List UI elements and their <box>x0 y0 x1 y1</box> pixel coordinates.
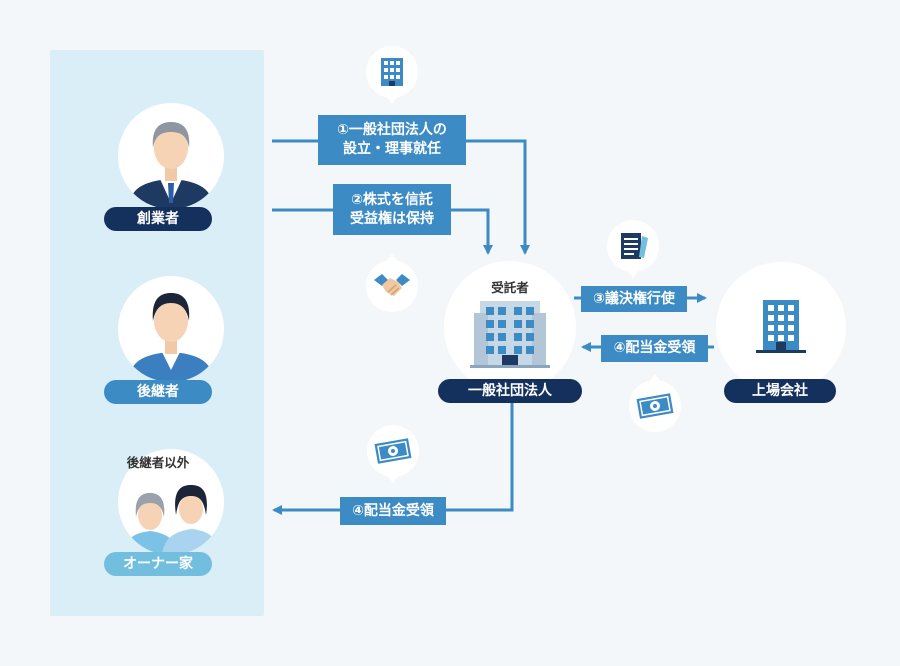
step1-label: ①一般社団法人の 設立・理事就任 <box>318 115 466 165</box>
step2-line2: 受益権は保持 <box>350 210 434 227</box>
trust-node <box>444 261 576 393</box>
money-icon <box>366 425 419 483</box>
step4-family-label: ④配当金受領 <box>340 497 446 525</box>
step2-label: ②株式を信託 受益権は保持 <box>333 184 451 235</box>
founder-label: 創業者 <box>104 207 212 231</box>
step1-line1: ①一般社団法人の <box>337 122 447 138</box>
step2-line1: ②株式を信託 <box>351 191 433 208</box>
step4-company-label: ④配当金受領 <box>601 335 708 362</box>
others-caption: 後継者以外 <box>126 455 190 470</box>
founder-avatar <box>118 103 224 209</box>
handshake-icon <box>364 252 418 312</box>
step3-label: ③議決権行使 <box>581 286 687 312</box>
successor-label: 後継者 <box>104 380 212 404</box>
company-node <box>716 262 846 392</box>
trustee-caption: 受託者 <box>491 280 529 295</box>
listed-company-label: 上場会社 <box>724 379 836 403</box>
money-icon <box>628 372 681 432</box>
step1-line2: 設立・理事就任 <box>343 141 441 157</box>
building-icon <box>366 46 418 104</box>
others-avatar <box>118 449 224 555</box>
owner-family-label: オーナー家 <box>104 552 212 576</box>
trust-label: 一般社団法人 <box>438 379 582 403</box>
document-icon <box>606 220 659 278</box>
successor-avatar <box>118 276 224 382</box>
